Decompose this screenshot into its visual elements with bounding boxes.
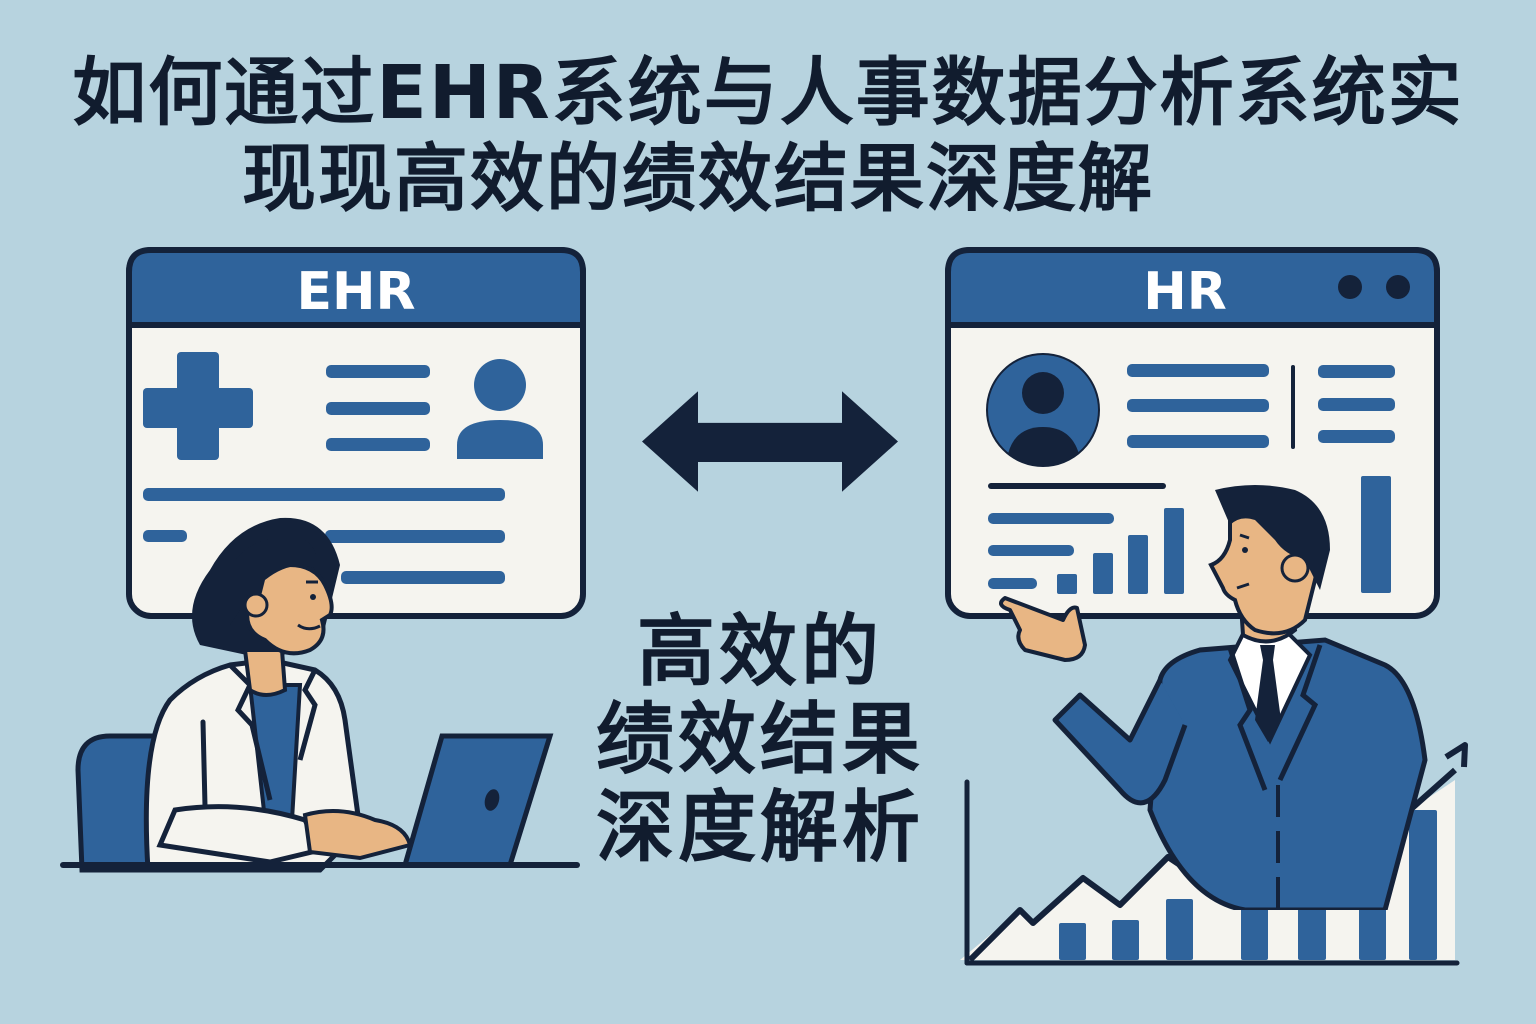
window-control-dot[interactable] bbox=[1386, 275, 1410, 299]
text-line bbox=[325, 530, 505, 543]
caption-line-2: 绩效结果 bbox=[595, 695, 924, 785]
text-lines-icon bbox=[326, 365, 430, 451]
chair bbox=[75, 733, 163, 873]
divider bbox=[988, 483, 1166, 489]
caption-line-1: 高效的 bbox=[636, 607, 883, 697]
bar-chart-icon bbox=[988, 476, 1391, 594]
text-lines-icon bbox=[1127, 364, 1395, 449]
user-profile-icon bbox=[457, 359, 543, 459]
text-line bbox=[143, 488, 505, 501]
desk bbox=[60, 862, 580, 868]
page-title-line-2: 现现高效的绩效结果深度解 bbox=[242, 136, 1154, 222]
ehr-window: EHR bbox=[126, 247, 586, 619]
hr-window-title: HR bbox=[1143, 262, 1227, 322]
window-control-dot[interactable] bbox=[1338, 275, 1362, 299]
pointing-hand bbox=[999, 596, 1087, 662]
doctor-illustration bbox=[60, 500, 600, 880]
medical-cross-icon bbox=[143, 352, 253, 460]
center-caption: 高效的 绩效结果 深度解析 bbox=[590, 608, 930, 872]
text-line bbox=[143, 530, 187, 542]
caption-line-3: 深度解析 bbox=[595, 783, 924, 873]
user-avatar-icon bbox=[986, 353, 1100, 467]
double-arrow-icon bbox=[640, 390, 900, 500]
page-title-line-1: 如何通过EHR系统与人事数据分析系统实 bbox=[72, 50, 1464, 136]
laptop-icon bbox=[401, 733, 554, 868]
ehr-window-title: EHR bbox=[296, 262, 415, 322]
businessman-illustration bbox=[985, 480, 1445, 910]
text-line bbox=[341, 571, 505, 584]
trend-arrow-icon bbox=[1444, 742, 1468, 768]
